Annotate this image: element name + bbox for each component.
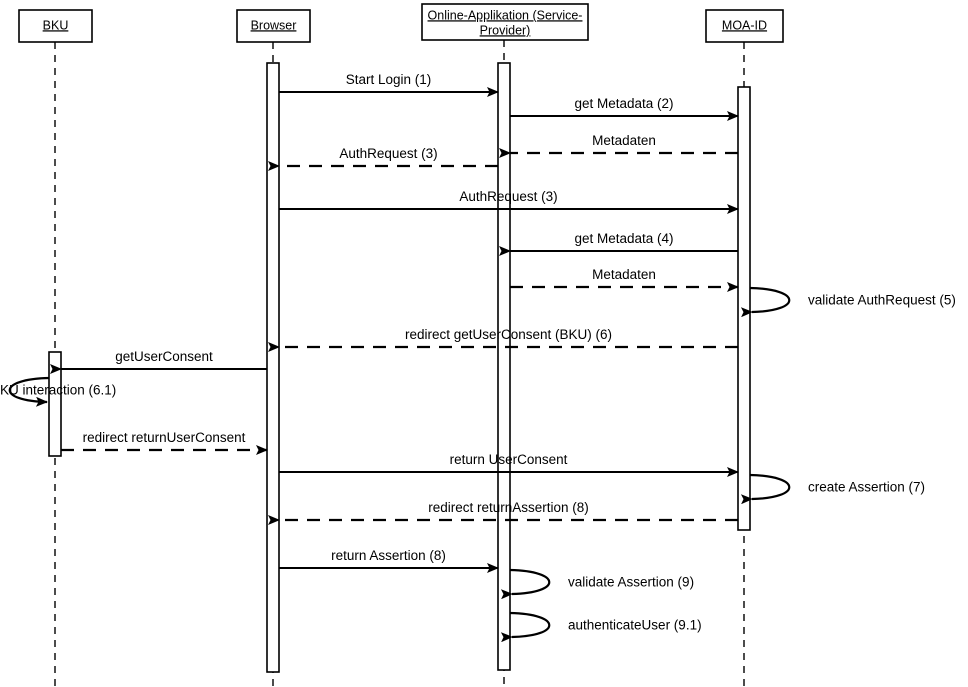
lifeline-head-box-bku xyxy=(18,9,93,43)
activation-bar-moaid[interactable] xyxy=(737,86,751,531)
message-1-solid[interactable]: Start Login (1) xyxy=(279,72,499,97)
lifeline-head-browser[interactable]: Browser xyxy=(236,9,311,43)
message-label-12: redirect returnUserConsent xyxy=(83,430,246,445)
message-label-5: AuthRequest (3) xyxy=(459,189,557,204)
lifeline-head-box-moaid xyxy=(705,9,784,43)
activation-bar-bku[interactable] xyxy=(48,351,62,457)
self-message-arc-11 xyxy=(8,376,50,407)
message-3-dashed[interactable]: Metadaten xyxy=(499,133,738,158)
message-9-dashed[interactable]: redirect getUserConsent (BKU) (6) xyxy=(268,327,738,352)
message-7-dashed[interactable]: Metadaten xyxy=(510,267,739,292)
message-17-self[interactable]: validate Assertion (9) xyxy=(500,568,694,600)
message-label-13: return UserConsent xyxy=(450,452,568,467)
self-message-arc-8 xyxy=(740,286,791,318)
message-5-solid[interactable]: AuthRequest (3) xyxy=(279,189,739,214)
message-13-solid[interactable]: return UserConsent xyxy=(279,452,739,477)
activation-bar-oa[interactable] xyxy=(497,62,511,671)
lifeline-head-label-browser: Browser xyxy=(251,18,297,32)
message-label-18: authenticateUser (9.1) xyxy=(568,618,702,633)
message-12-dashed[interactable]: redirect returnUserConsent xyxy=(61,430,268,455)
message-label-8: validate AuthRequest (5) xyxy=(808,293,956,308)
message-label-2: get Metadata (2) xyxy=(574,96,673,111)
message-label-7: Metadaten xyxy=(592,267,656,282)
activation-bar-browser[interactable] xyxy=(266,62,280,673)
message-label-9: redirect getUserConsent (BKU) (6) xyxy=(405,327,612,342)
lifeline-head-label-oa-line2: Provider) xyxy=(480,23,531,37)
message-11-self[interactable]: BKU interaction (6.1) xyxy=(0,376,116,407)
lifeline-head-label-moaid: MOA-ID xyxy=(722,18,767,32)
message-label-17: validate Assertion (9) xyxy=(568,575,694,590)
message-15-dashed[interactable]: redirect returnAssertion (8) xyxy=(268,500,738,525)
self-message-arc-17 xyxy=(500,568,551,600)
self-message-arc-14 xyxy=(740,473,791,505)
message-10-solid[interactable]: getUserConsent xyxy=(50,349,267,374)
lifeline-head-box-oa xyxy=(421,3,589,41)
message-4-dashed[interactable]: AuthRequest (3) xyxy=(268,146,498,171)
message-label-4: AuthRequest (3) xyxy=(339,146,437,161)
lifeline-head-group: BKU Browser Online-Applikation (Service-Pr… xyxy=(18,3,784,43)
lifeline-head-label-bku: BKU xyxy=(43,18,69,32)
message-label-15: redirect returnAssertion (8) xyxy=(428,500,589,515)
message-label-6: get Metadata (4) xyxy=(574,231,673,246)
message-14-self[interactable]: create Assertion (7) xyxy=(740,473,925,505)
message-group: Start Login (1) get Metadata (2) Metadaten… xyxy=(0,72,956,643)
message-label-10: getUserConsent xyxy=(115,349,213,364)
message-18-self[interactable]: authenticateUser (9.1) xyxy=(500,611,702,643)
message-2-solid[interactable]: get Metadata (2) xyxy=(510,96,739,121)
lifeline-head-oa[interactable]: Online-Applikation (Service-Provider) xyxy=(421,3,589,41)
message-6-solid[interactable]: get Metadata (4) xyxy=(499,231,738,256)
message-label-14: create Assertion (7) xyxy=(808,480,925,495)
message-label-16: return Assertion (8) xyxy=(331,548,446,563)
message-8-self[interactable]: validate AuthRequest (5) xyxy=(740,286,956,318)
lifeline-head-label-oa-line1: Online-Applikation (Service- xyxy=(428,8,583,22)
lifeline-head-moaid[interactable]: MOA-ID xyxy=(705,9,784,43)
message-16-solid[interactable]: return Assertion (8) xyxy=(279,548,499,573)
self-message-arc-18 xyxy=(500,611,551,643)
message-label-11: BKU interaction (6.1) xyxy=(0,383,116,398)
lifeline-head-bku[interactable]: BKU xyxy=(18,9,93,43)
message-label-1: Start Login (1) xyxy=(346,72,432,87)
message-label-3: Metadaten xyxy=(592,133,656,148)
